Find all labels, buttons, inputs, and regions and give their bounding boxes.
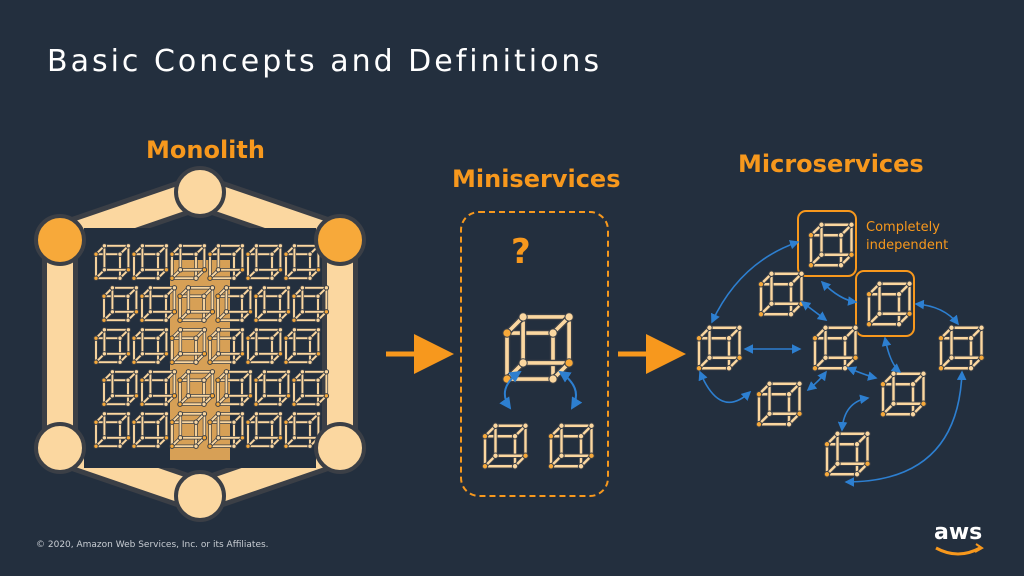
monolith-cube-icon [215,285,254,323]
monolith-graphic [34,166,366,522]
micro-cube-icon [937,324,985,372]
mini-large-cube-icon [502,312,574,384]
monolith-cube-icon [245,327,284,365]
monolith-cube-icon [93,243,132,281]
copyright-text: © 2020, Amazon Web Services, Inc. or its… [36,540,269,550]
monolith-cube-icon [283,411,322,449]
monolith-cube-icon [283,327,322,365]
micro-cube-icon [879,370,927,418]
aws-logo: aws [934,520,983,545]
micro-cube-icon [755,380,803,428]
monolith-cube-icon [131,327,170,365]
monolith-cube-icon [93,411,132,449]
micro-cube-icon [757,270,805,318]
question-mark: ? [511,232,531,272]
monolith-cube-icon [131,243,170,281]
monolith-cube-icon [245,411,284,449]
mini-cube-icon [481,422,529,470]
aws-smile-icon [935,546,981,556]
monolith-cube-icon [101,369,140,407]
monolith-cube-icon [207,327,246,365]
monolith-cube-icon [139,369,178,407]
monolith-label: Monolith [146,136,265,164]
monolith-cube-icon [245,243,284,281]
micro-cube-icon [823,430,871,478]
microservices-label: Microservices [738,150,924,178]
monolith-cube-icon [139,285,178,323]
miniservices-box [460,211,609,497]
monolith-cube-icon [207,243,246,281]
micro-cube-icon [865,280,913,328]
slide-title: Basic Concepts and Definitions [47,44,603,79]
monolith-cube-icon [177,369,216,407]
micro-cube-icon [695,324,743,372]
monolith-cube-icon [169,243,208,281]
note-line-1: Completely [866,220,940,235]
mini-cube-icon [547,422,595,470]
monolith-cube-icon [101,285,140,323]
micro-cube-icon [807,221,855,269]
monolith-cube-icon [169,327,208,365]
micro-cube-icon [811,324,859,372]
monolith-cube-icon [253,369,292,407]
monolith-cube-icon [291,369,330,407]
note-line-2: independent [866,238,949,253]
independent-note: Completely independent [866,219,948,255]
monolith-cube-icon [215,369,254,407]
monolith-cube-icon [169,411,208,449]
monolith-cube-icon [177,285,216,323]
monolith-cube-icon [253,285,292,323]
monolith-cube-icon [131,411,170,449]
monolith-cube-icon [291,285,330,323]
monolith-cube-icon [207,411,246,449]
miniservices-label: Miniservices [452,165,621,193]
monolith-cube-icon [93,327,132,365]
